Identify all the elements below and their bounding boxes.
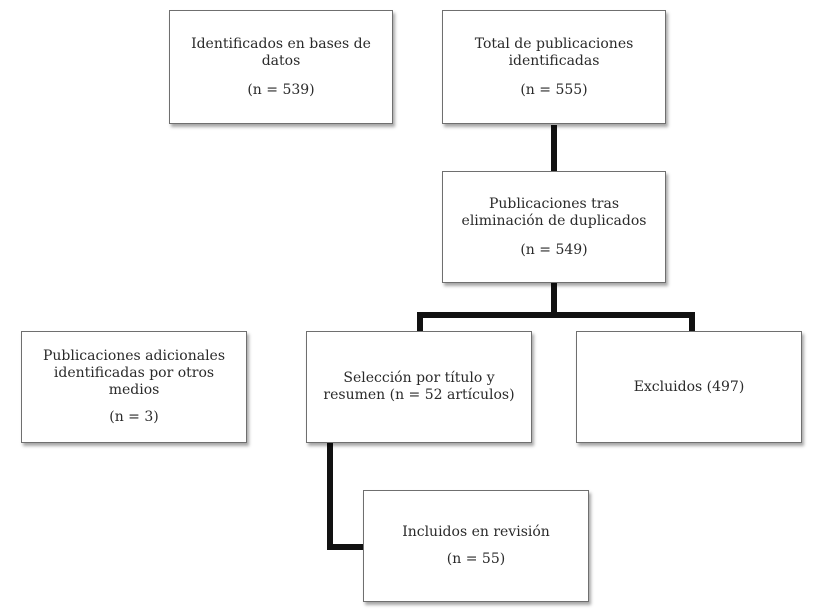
connector-duplicates-stem bbox=[551, 283, 557, 315]
excluded-label: Excluidos (497) bbox=[633, 378, 745, 395]
included-box: Incluidos en revisión (n = 55) bbox=[363, 490, 589, 602]
total-identified-box: Total de publicaciones identificadas (n … bbox=[442, 10, 666, 124]
additional-publications-label: Publicaciones adicionales identificadas … bbox=[42, 348, 226, 398]
screening-box: Selección por título y resumen (n = 52 a… bbox=[306, 331, 532, 443]
additional-publications-count: (n = 3) bbox=[109, 409, 159, 425]
connector-screening-down bbox=[327, 443, 333, 550]
total-identified-count: (n = 555) bbox=[520, 81, 588, 98]
connector-split-horizontal bbox=[417, 312, 695, 318]
connector-split-to-excluded bbox=[689, 312, 695, 331]
after-duplicates-label: Publicaciones tras eliminación de duplic… bbox=[461, 195, 647, 229]
additional-publications-box: Publicaciones adicionales identificadas … bbox=[21, 331, 247, 443]
connector-split-to-screening bbox=[417, 312, 423, 331]
identified-databases-label: Identificados en bases de datos bbox=[191, 35, 371, 69]
included-count: (n = 55) bbox=[446, 551, 506, 567]
after-duplicates-box: Publicaciones tras eliminación de duplic… bbox=[442, 171, 666, 283]
total-identified-label: Total de publicaciones identificadas bbox=[474, 35, 634, 69]
after-duplicates-count: (n = 549) bbox=[520, 241, 588, 258]
identified-databases-count: (n = 539) bbox=[247, 81, 315, 98]
included-label: Incluidos en revisión bbox=[402, 524, 550, 540]
connector-total-to-duplicates bbox=[551, 125, 557, 171]
identified-databases-box: Identificados en bases de datos (n = 539… bbox=[169, 10, 393, 124]
excluded-box: Excluidos (497) bbox=[576, 331, 802, 443]
screening-label: Selección por título y resumen (n = 52 a… bbox=[323, 370, 515, 403]
connector-to-included bbox=[327, 544, 365, 550]
